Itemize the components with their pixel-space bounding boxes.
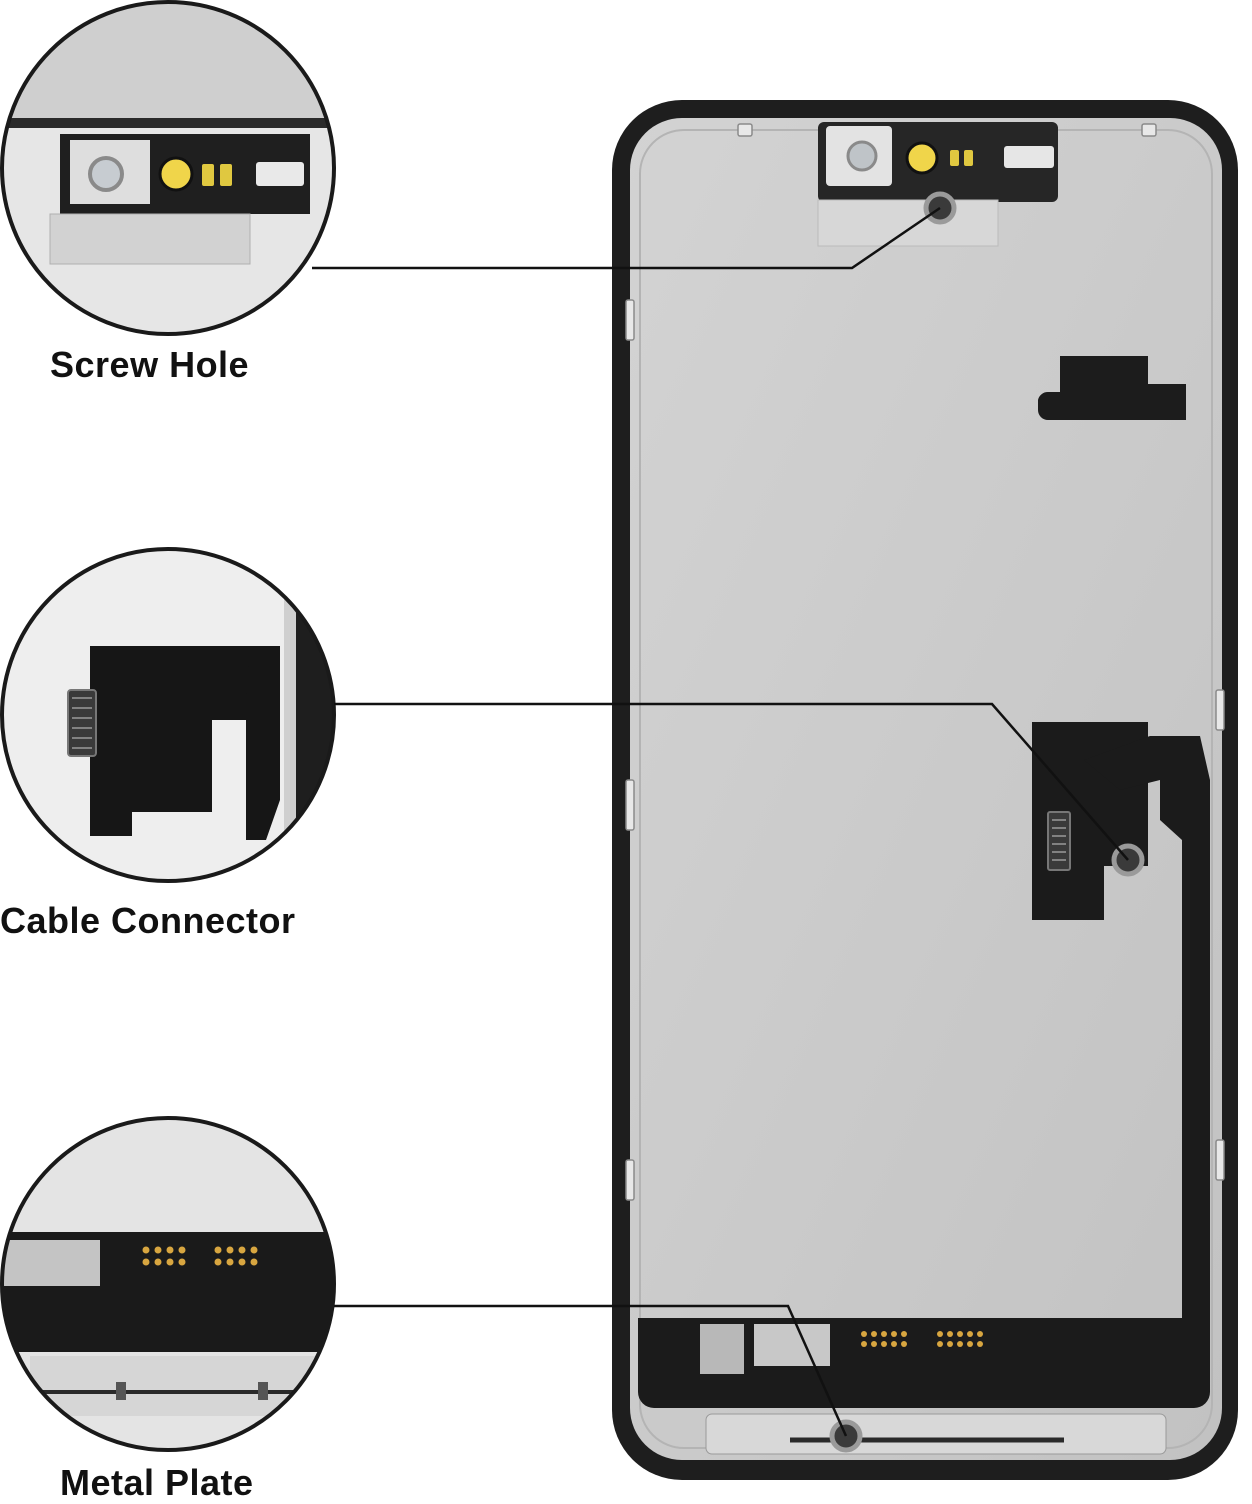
front-camera-ring — [846, 140, 878, 172]
zoom-circle-screw-hole — [0, 0, 336, 336]
metal-backplate — [630, 118, 1222, 1460]
adhesive-tape — [1038, 356, 1186, 420]
leader-line-screw-hole — [312, 206, 941, 270]
phone-screen-assembly — [612, 100, 1238, 1480]
callout-label-screw-hole: Screw Hole — [50, 344, 250, 385]
zoom-circle-cable-connector — [0, 547, 336, 883]
leader-line-cable-connector — [334, 702, 1129, 861]
callout-label-metal-plate: Metal Plate — [60, 1462, 254, 1503]
top-bracket — [817, 122, 1058, 247]
bottom-panel — [638, 1318, 1210, 1455]
callout-label-cable-connector: Cable Connector — [0, 900, 296, 941]
display-flex-cable — [1032, 722, 1210, 1320]
leader-line-metal-plate — [334, 1304, 848, 1437]
zoom-circle-metal-plate — [0, 1116, 336, 1452]
leader-lines — [312, 206, 1129, 1437]
